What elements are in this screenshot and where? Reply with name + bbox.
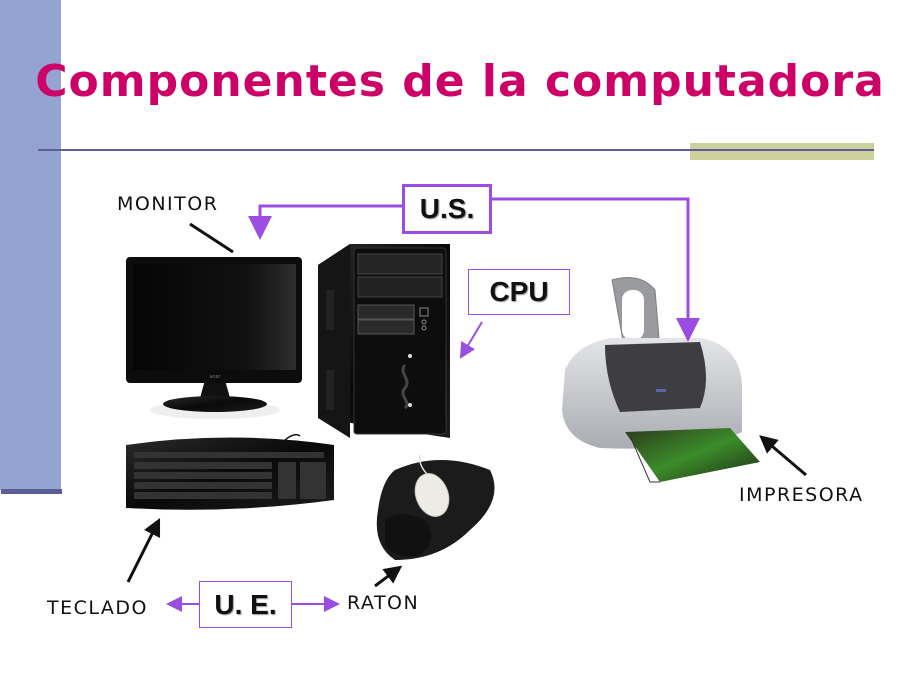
title-divider (38, 149, 874, 151)
cpu-box: CPU (468, 269, 570, 315)
title-divider-accent (690, 143, 874, 160)
connector-lines (166, 197, 700, 612)
cpu-tower-image (318, 244, 450, 438)
mouse-pointer (374, 565, 403, 588)
output-unit-box: U.S. (402, 184, 492, 234)
printer-pointer (759, 435, 807, 477)
sidebar-accent-bar (0, 0, 61, 490)
monitor-image: acer (126, 257, 302, 419)
input-unit-box: U. E. (199, 581, 292, 628)
keyboard-pointer (126, 517, 161, 583)
mouse-label: RATON (347, 592, 420, 614)
us-to-monitor-connector (248, 204, 402, 240)
monitor-pointer (189, 222, 234, 254)
title-divider-line (690, 149, 874, 151)
mouse-image (376, 454, 495, 560)
us-to-printer-connector (486, 197, 700, 342)
monitor-label: MONITOR (117, 193, 219, 215)
sidebar-accent-foot (1, 489, 62, 494)
keyboard-image (126, 433, 334, 510)
cpu-to-tower-connector (459, 321, 483, 359)
keyboard-label: TECLADO (47, 597, 148, 619)
printer-label: IMPRESORA (739, 484, 864, 506)
pointer-lines (126, 222, 807, 588)
svg-text:acer: acer (210, 374, 222, 380)
printer-image (562, 277, 760, 483)
slide-title: Componentes de la computadora (35, 56, 885, 107)
